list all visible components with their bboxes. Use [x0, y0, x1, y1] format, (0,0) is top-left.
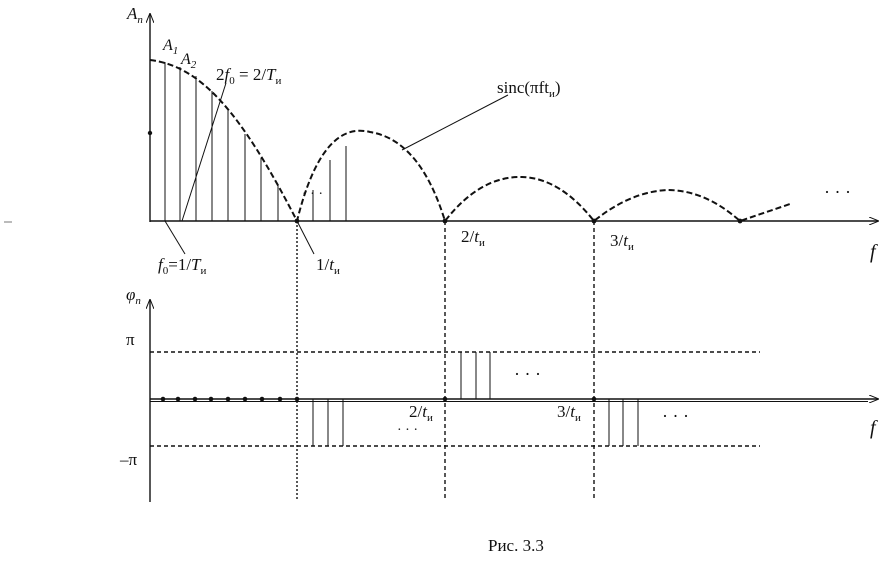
figure-caption: Рис. 3.3 — [488, 536, 544, 555]
phase-f-label: f — [870, 417, 878, 439]
phase-bars-lobe2 — [312, 399, 344, 446]
harm2-label: 2f0 = 2/Tи — [216, 65, 282, 87]
zero-dot-4 — [737, 218, 743, 224]
zero1-leader — [296, 220, 315, 255]
phase-zero3-label: 3/tи — [557, 402, 581, 424]
phase-ellipsis-right: · · · — [662, 406, 689, 426]
harmonic-a2-label: A2 — [180, 51, 197, 71]
phase-axis-label: φn — [126, 285, 141, 307]
zero-phase-dots — [160, 396, 597, 402]
amplitude-ellipsis: · · · — [302, 187, 323, 202]
zero1-label: 1/tи — [316, 255, 340, 277]
phase-ellipsis-mid: · · · — [397, 423, 418, 438]
amplitude-axis-label: An — [126, 4, 143, 26]
phase-ellipsis-upper: · · · — [514, 364, 541, 384]
zero2-label: 2/tи — [461, 227, 485, 249]
zero3-label: 3/tи — [610, 231, 634, 253]
phase-bars-lobe3 — [460, 352, 491, 399]
neg-pi-label: –π — [119, 450, 138, 469]
harmonic-lines-lobe2 — [312, 146, 347, 221]
phase-zero2-label: 2/tи — [409, 402, 433, 424]
phase-bars-lobe4 — [608, 399, 639, 446]
amplitude-axis-dot — [147, 130, 153, 136]
pi-label: π — [126, 330, 135, 349]
sinc-label: sinc(πftи) — [497, 78, 561, 100]
amplitude-f-label: f — [870, 241, 878, 263]
amplitude-ellipsis-right: · · · — [824, 182, 851, 202]
harmonic-a1-label: A1 — [162, 37, 178, 57]
sinc-leader — [401, 94, 509, 151]
f0-label: f0=1/Tи — [158, 255, 207, 277]
f0-leader — [164, 220, 186, 255]
harmonic-lines-lobe1 — [164, 62, 279, 221]
sinc-envelope — [149, 59, 791, 224]
harm2-leader — [181, 82, 227, 222]
